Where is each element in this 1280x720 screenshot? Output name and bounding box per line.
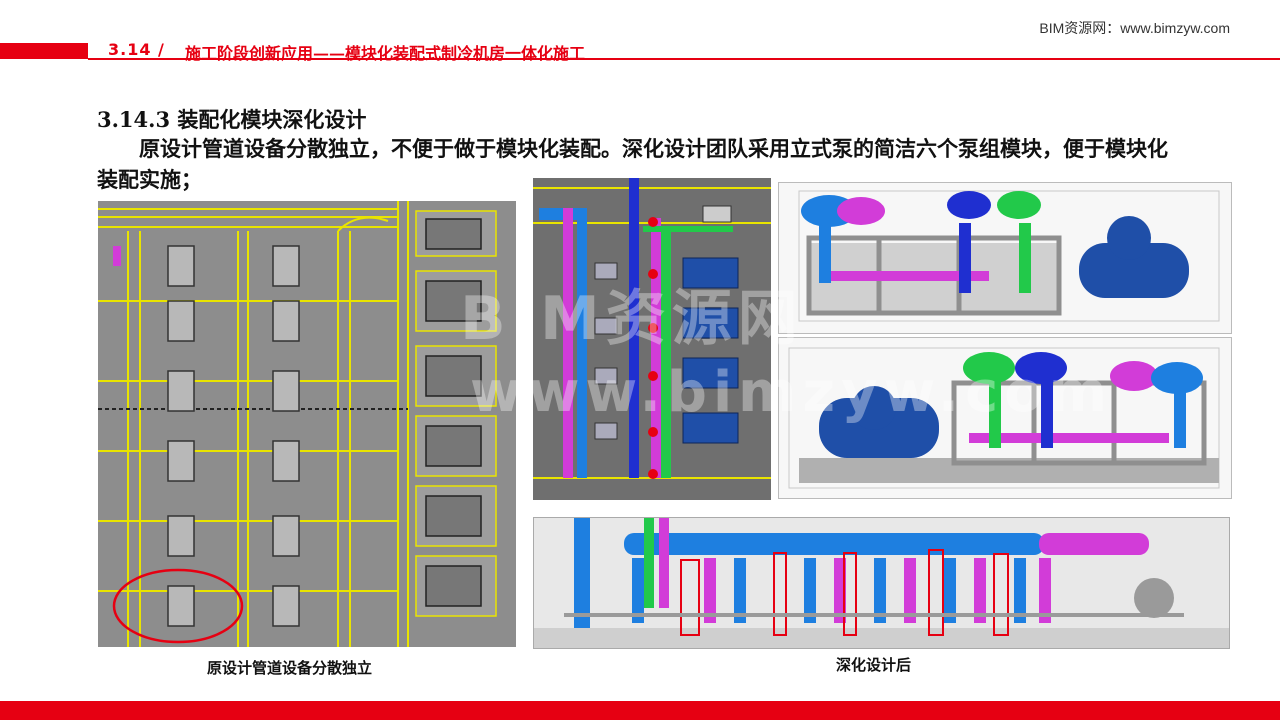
header-divider xyxy=(88,58,1280,60)
caption-deepened-design: 深化设计后 xyxy=(836,656,912,674)
caption-original-design: 原设计管道设备分散独立 xyxy=(207,659,373,677)
pump-module-elevation-render xyxy=(533,517,1230,649)
section-title: 施工阶段创新应用——模块化装配式制冷机房一体化施工 xyxy=(185,44,586,63)
section-number: 3.14 / xyxy=(108,40,165,59)
sub-heading: 3.14.3 装配化模块深化设计 xyxy=(97,107,367,132)
deepened-design-pipe-plan xyxy=(533,178,771,500)
pump-module-3d-render-front xyxy=(778,182,1232,334)
site-watermark-text: BIM资源网：www.bimzyw.com xyxy=(1039,20,1230,36)
pump-module-3d-render-rear xyxy=(778,337,1232,499)
footer-red-bar xyxy=(0,701,1280,720)
original-design-cad-plan xyxy=(98,201,516,647)
body-paragraph: 原设计管道设备分散独立，不便于做于模块化装配。深化设计团队采用立式泵的简洁六个泵… xyxy=(97,136,1168,192)
header-red-tab xyxy=(0,43,88,59)
